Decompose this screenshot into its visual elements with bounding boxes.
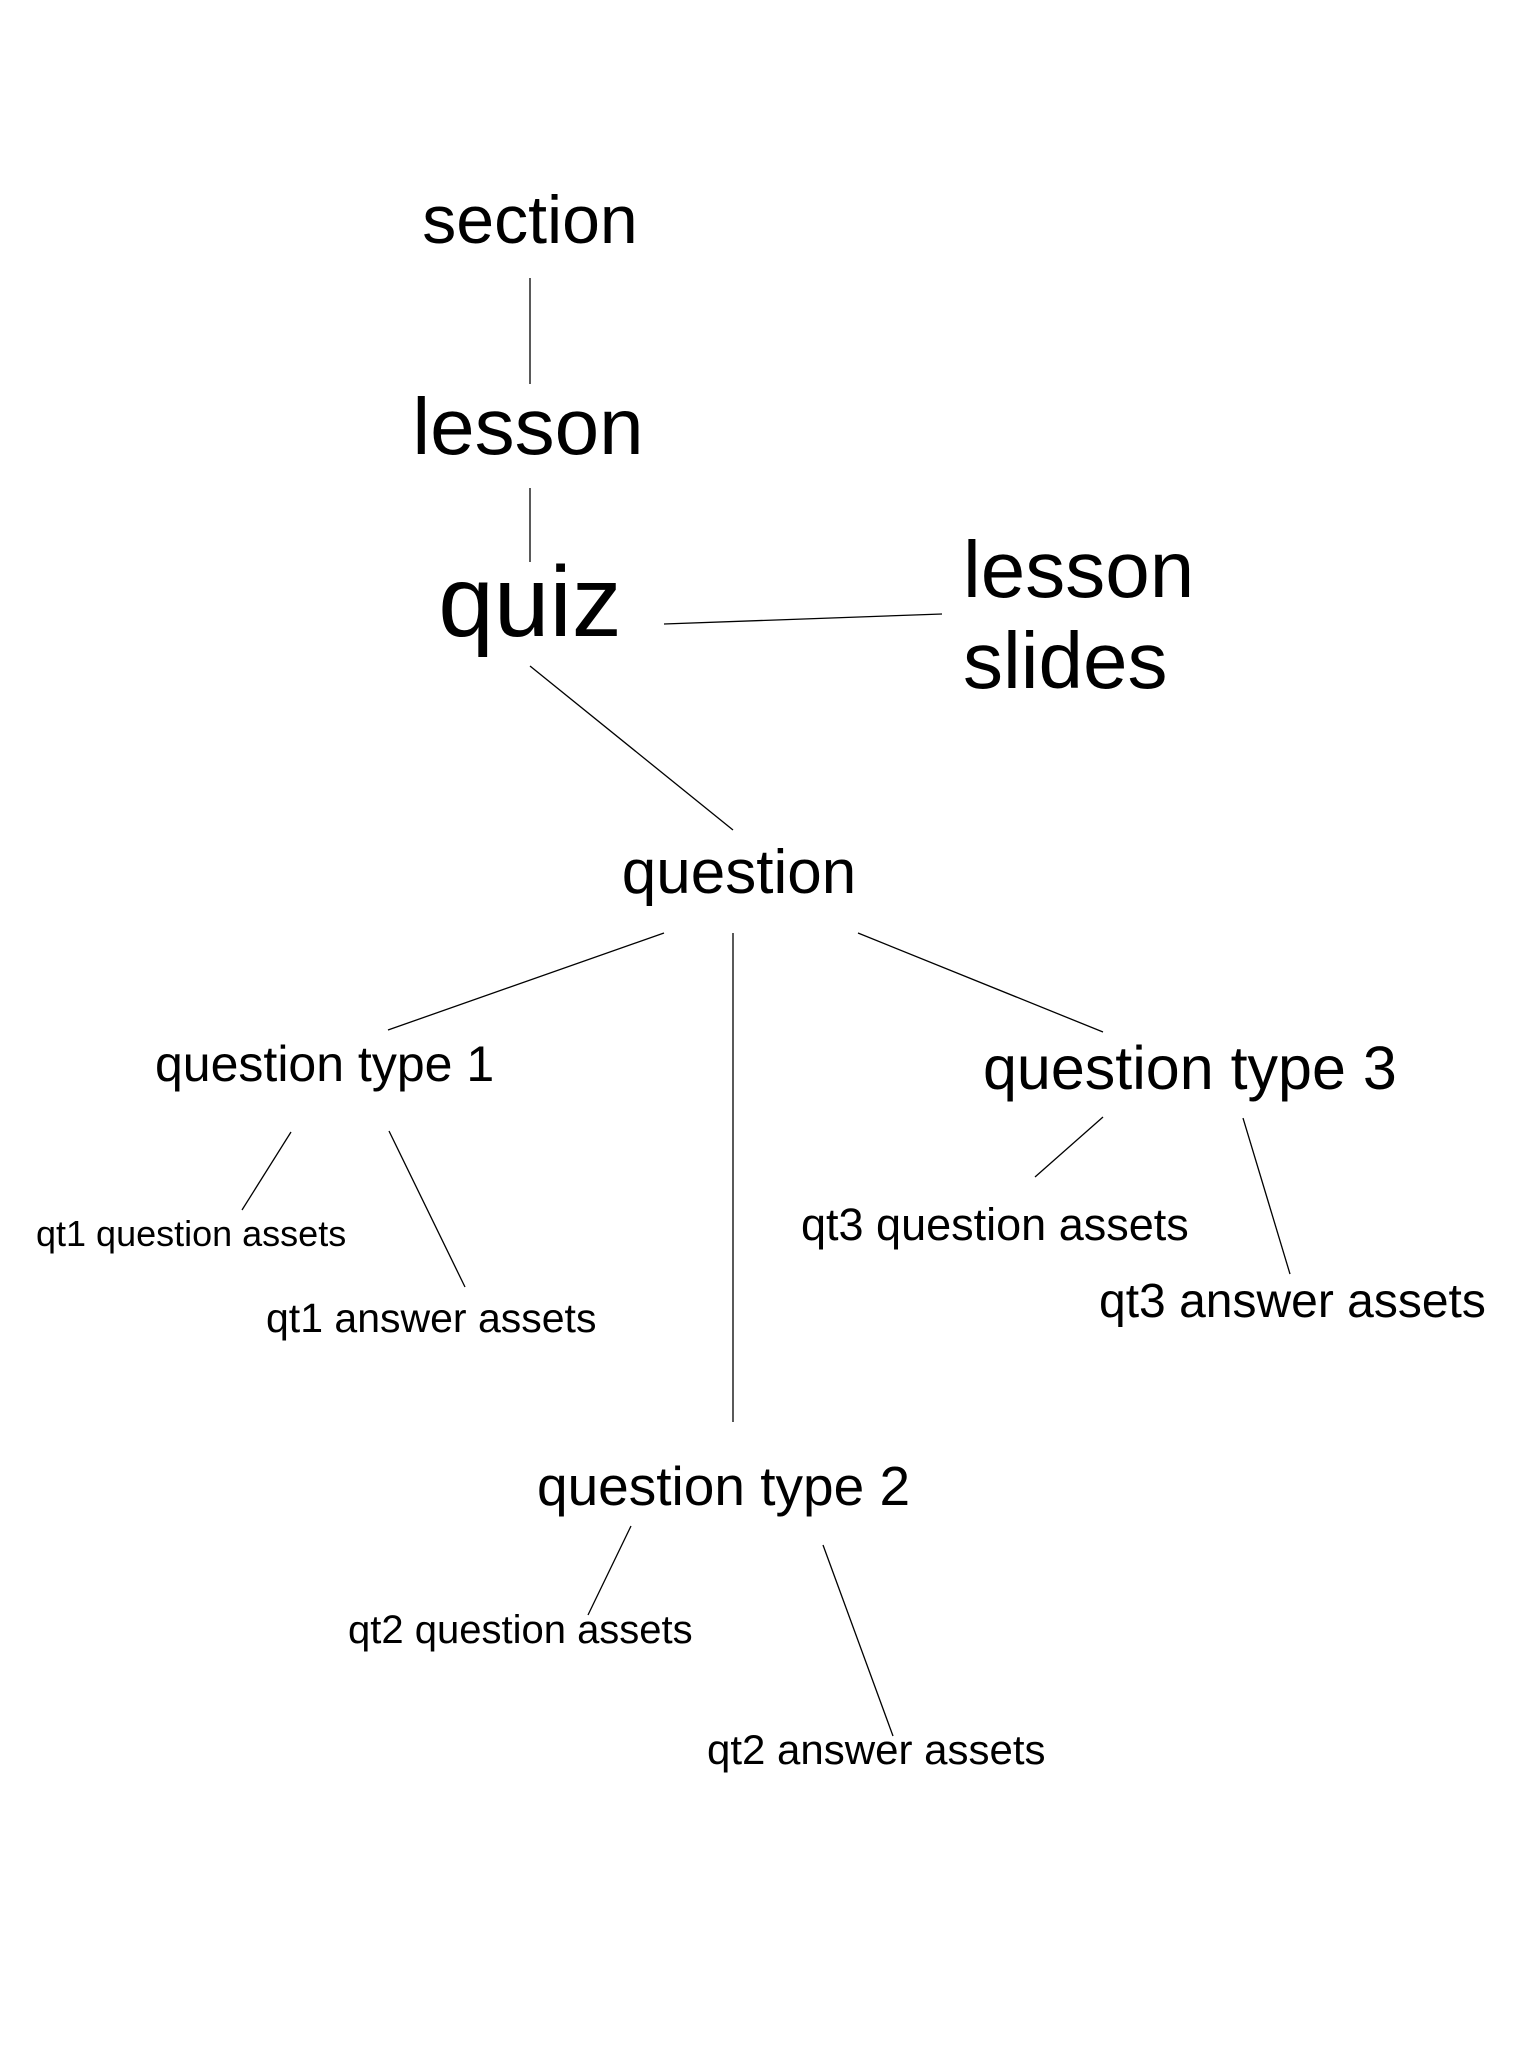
edge-quiz-question (529, 665, 734, 831)
edge-quiz-lesson-slides (663, 613, 943, 625)
edge-question-qt1 (387, 932, 665, 1031)
edge-qt3-answer-assets (1242, 1117, 1291, 1275)
node-lesson: lesson (412, 382, 643, 471)
node-qt2-answer-assets: qt2 answer assets (707, 1726, 1046, 1773)
edge-qt2-answer-assets (822, 1544, 894, 1737)
node-question-type-3: question type 3 (983, 1034, 1397, 1102)
edge-qt3-question-assets (1034, 1116, 1104, 1178)
node-quiz: quiz (438, 546, 621, 658)
node-question-type-1: question type 1 (155, 1036, 494, 1092)
edge-qt1-answer-assets (388, 1130, 466, 1288)
node-qt2-question-assets: qt2 question assets (348, 1608, 693, 1652)
edge-qt1-question-assets (241, 1131, 292, 1211)
node-qt3-question-assets: qt3 question assets (801, 1199, 1189, 1250)
edge-qt2-question-assets (587, 1525, 632, 1616)
node-lesson-slides-line1: lesson (963, 525, 1194, 614)
node-lesson-slides-line2: slides (963, 616, 1168, 705)
node-qt3-answer-assets: qt3 answer assets (1099, 1275, 1486, 1328)
node-qt1-answer-assets: qt1 answer assets (266, 1295, 596, 1341)
edge-question-qt3 (857, 932, 1104, 1033)
node-question-type-2: question type 2 (537, 1455, 910, 1517)
node-question: question (622, 838, 856, 907)
node-qt1-question-assets: qt1 question assets (36, 1213, 346, 1254)
node-section: section (422, 182, 637, 258)
